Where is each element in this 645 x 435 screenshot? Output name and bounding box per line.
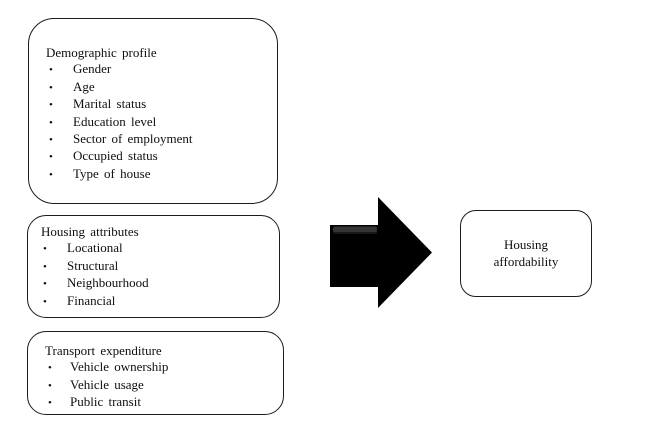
bullet-icon: • bbox=[43, 278, 47, 291]
list-item: • Vehicle ownership bbox=[28, 359, 283, 376]
bullet-icon: • bbox=[49, 116, 53, 129]
bullet-icon: • bbox=[43, 243, 47, 256]
list-item-label: Age bbox=[73, 78, 95, 94]
list-item-label: Marital status bbox=[73, 96, 147, 112]
list-item: • Public transit bbox=[28, 394, 283, 411]
box-transport-expenditure: Transport expenditure • Vehicle ownership… bbox=[27, 331, 284, 415]
list-item-label: Vehicle usage bbox=[70, 376, 144, 392]
list-item: • Vehicle usage bbox=[28, 377, 283, 394]
box-demographic-profile: Demographic profile • Gender • Age • Marita… bbox=[28, 18, 278, 204]
bullet-icon: • bbox=[48, 397, 52, 410]
list-item-label: Public transit bbox=[70, 394, 141, 410]
list-item: • Locational bbox=[28, 240, 279, 257]
bullet-icon: • bbox=[43, 260, 47, 273]
bullet-icon: • bbox=[49, 168, 53, 181]
list-item: • Occupied status bbox=[29, 148, 277, 165]
result-label: Housing affordability bbox=[493, 237, 559, 269]
bullet-icon: • bbox=[48, 362, 52, 375]
bullet-icon: • bbox=[49, 81, 53, 94]
box-housing-affordability: Housing affordability bbox=[460, 210, 592, 297]
box-title: Housing attributes bbox=[41, 224, 139, 239]
list-item: • Education level bbox=[29, 114, 277, 131]
list-item-label: Financial bbox=[67, 292, 116, 308]
list-item-label: Gender bbox=[73, 61, 112, 77]
bullet-list: • Gender • Age • Marital status • Education … bbox=[29, 61, 277, 183]
box-title: Demographic profile bbox=[46, 45, 157, 60]
list-item-label: Locational bbox=[67, 240, 123, 256]
bullet-icon: • bbox=[49, 99, 53, 112]
list-item-label: Occupied status bbox=[73, 148, 158, 164]
bullet-icon: • bbox=[49, 64, 53, 77]
bullet-icon: • bbox=[49, 151, 53, 164]
bullet-icon: • bbox=[48, 379, 52, 392]
right-arrow-icon bbox=[330, 197, 432, 308]
list-item: • Type of house bbox=[29, 166, 277, 183]
list-item: • Financial bbox=[28, 293, 279, 310]
list-item-label: Neighbourhood bbox=[67, 275, 149, 291]
list-item-label: Education level bbox=[73, 113, 157, 129]
list-item: • Gender bbox=[29, 61, 277, 78]
list-item-label: Type of house bbox=[73, 165, 151, 181]
list-item-label: Sector of employment bbox=[73, 131, 193, 147]
bullet-icon: • bbox=[43, 295, 47, 308]
list-item-label: Structural bbox=[67, 257, 119, 273]
list-item: • Sector of employment bbox=[29, 131, 277, 148]
list-item: • Structural bbox=[28, 258, 279, 275]
bullet-list: • Locational • Structural • Neighbourhood •… bbox=[28, 240, 279, 310]
list-item: • Age bbox=[29, 79, 277, 96]
bullet-icon: • bbox=[49, 134, 53, 147]
list-item: • Marital status bbox=[29, 96, 277, 113]
list-item-label: Vehicle ownership bbox=[70, 359, 169, 375]
bullet-list: • Vehicle ownership • Vehicle usage • Publi… bbox=[28, 359, 283, 411]
list-item: • Neighbourhood bbox=[28, 275, 279, 292]
box-title: Transport expenditure bbox=[45, 343, 162, 358]
box-housing-attributes: Housing attributes • Locational • Structur… bbox=[27, 215, 280, 318]
